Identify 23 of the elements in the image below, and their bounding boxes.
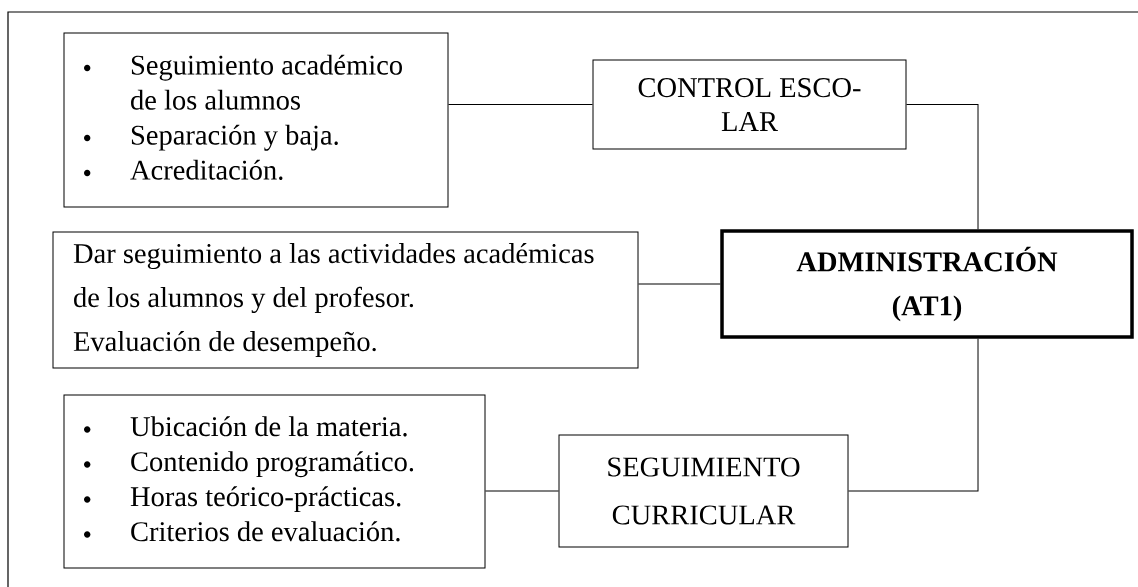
description-text: Evaluación de desempeño.: [73, 331, 376, 357]
connector-line: [906, 104, 979, 230]
list-item: Contenido programático.: [131, 451, 414, 478]
description-text: Dar seguimiento a las actividades académicas de los alumnos y del profesor.: [73, 243, 594, 313]
text-box: [52, 231, 639, 369]
label-box: [592, 59, 907, 150]
connector-line: [638, 283, 721, 285]
list-item: Horas teórico-prácticas.: [130, 486, 401, 513]
box-label: CONTROL ESCO- LAR: [638, 78, 861, 131]
box-label: ADMINISTRACIÓN (AT1): [796, 246, 1058, 322]
list-item: Separación y baja.: [131, 124, 338, 151]
list-box: [63, 394, 486, 569]
connector-line: [485, 490, 559, 492]
list-item: Acreditación.: [130, 159, 283, 180]
list-item: Seguimiento académico de los alumnos: [131, 54, 402, 110]
list-box: [63, 32, 449, 208]
connector-line: [448, 104, 593, 105]
main-box: [720, 229, 1134, 339]
list-item: Ubicación de la materia.: [130, 416, 407, 437]
label-box: [558, 434, 849, 548]
box-label: SEGUIMIENTO CURRICULAR: [608, 457, 800, 525]
list-item: Criterios de evaluación.: [131, 521, 400, 542]
connector-line: [848, 338, 979, 492]
